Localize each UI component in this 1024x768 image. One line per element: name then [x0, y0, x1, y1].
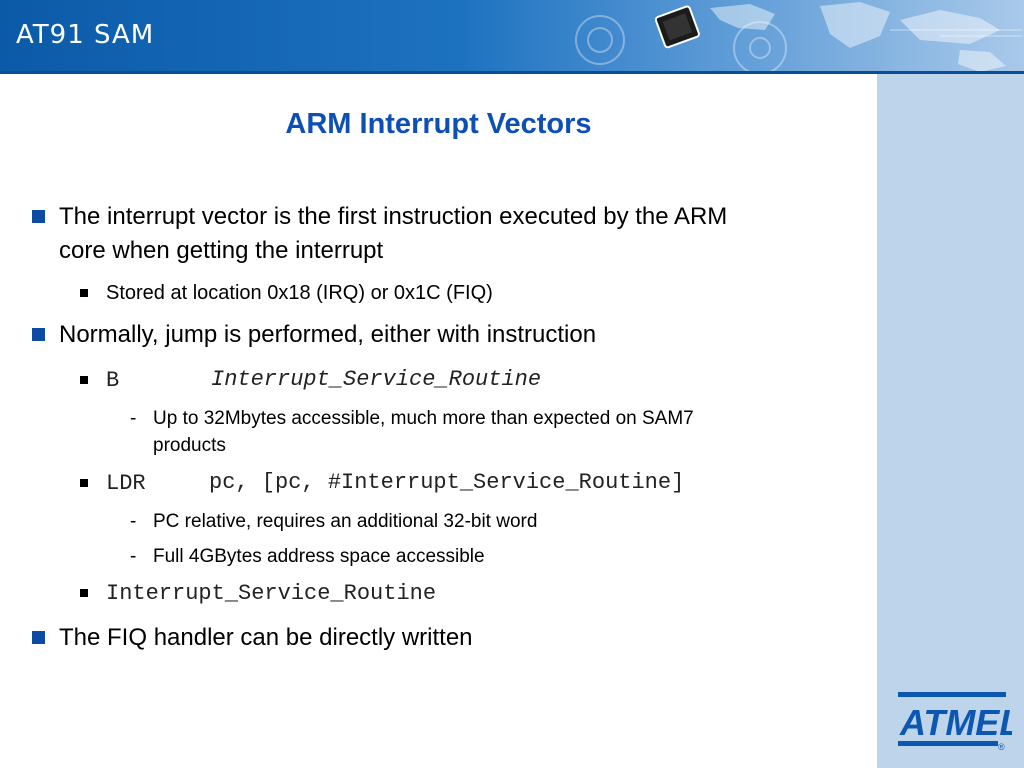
sub-bullet-square-icon [80, 589, 88, 597]
sub-bullet-square-icon [80, 479, 88, 487]
world-map-graphic [575, 2, 1022, 74]
code-2-note-2: - Full 4GBytes address space accessible [130, 543, 485, 570]
code-1-note-line2: products [153, 435, 226, 456]
bullet-2-text: Normally, jump is performed, either with… [59, 321, 597, 348]
right-sidebar-panel [877, 74, 1024, 768]
dash-marker: - [130, 511, 137, 532]
bullet-3-text: The FIQ handler can be directly written [59, 624, 473, 651]
dash-marker: - [130, 546, 137, 567]
bullet-square-icon [32, 328, 45, 341]
sub-bullet-1: Stored at location 0x18 (IRQ) or 0x1C (F… [80, 279, 493, 307]
sub-bullet-1-text: Stored at location 0x18 (IRQ) or 0x1C (F… [106, 282, 493, 304]
code-2-arg: pc, [pc, #Interrupt_Service_Routine] [209, 470, 685, 495]
bullet-1-line1: The interrupt vector is the first instru… [59, 203, 728, 230]
bullet-1-line2: core when getting the interrupt [59, 237, 384, 264]
code-3-text: Interrupt_Service_Routine [106, 581, 437, 606]
sub-bullet-square-icon [80, 289, 88, 297]
logo-text: ATMEL [899, 702, 1012, 743]
code-1-note-cont: products [153, 432, 226, 459]
header-underline [0, 71, 1024, 74]
brand-title: AT91 SAM [16, 20, 155, 50]
slide-title: ARM Interrupt Vectors [285, 108, 592, 140]
code-1-note-line1: Up to 32Mbytes accessible, much more tha… [153, 408, 694, 429]
atmel-logo: ATMEL ® [898, 692, 1012, 752]
code-1-note: - Up to 32Mbytes accessible, much more t… [130, 405, 694, 432]
code-2-op: LDR [106, 471, 146, 496]
code-2-note-1-text: PC relative, requires an additional 32-b… [153, 511, 538, 532]
bullet-2: Normally, jump is performed, either with… [32, 318, 597, 352]
bullet-3: The FIQ handler can be directly written [32, 621, 473, 655]
code-2-note-1: - PC relative, requires an additional 32… [130, 508, 538, 535]
bullet-1-cont: core when getting the interrupt [59, 234, 383, 268]
dash-marker: - [130, 408, 137, 429]
bullet-square-icon [32, 631, 45, 644]
sub-bullet-square-icon [80, 376, 88, 384]
code-line-2: LDR pc, [pc, #Interrupt_Service_Routine] [80, 469, 684, 498]
chip-icon [654, 5, 700, 49]
code-line-3: Interrupt_Service_Routine [80, 579, 437, 608]
registered-mark: ® [998, 742, 1005, 752]
code-1-arg: Interrupt_Service_Routine [211, 367, 542, 392]
code-2-note-2-text: Full 4GBytes address space accessible [153, 546, 485, 567]
header-banner: AT91 SAM [0, 0, 1024, 74]
bullet-1: The interrupt vector is the first instru… [32, 200, 728, 234]
bullet-square-icon [32, 210, 45, 223]
code-1-op: B [106, 368, 120, 393]
code-line-1: B Interrupt_Service_Routine [80, 366, 541, 395]
